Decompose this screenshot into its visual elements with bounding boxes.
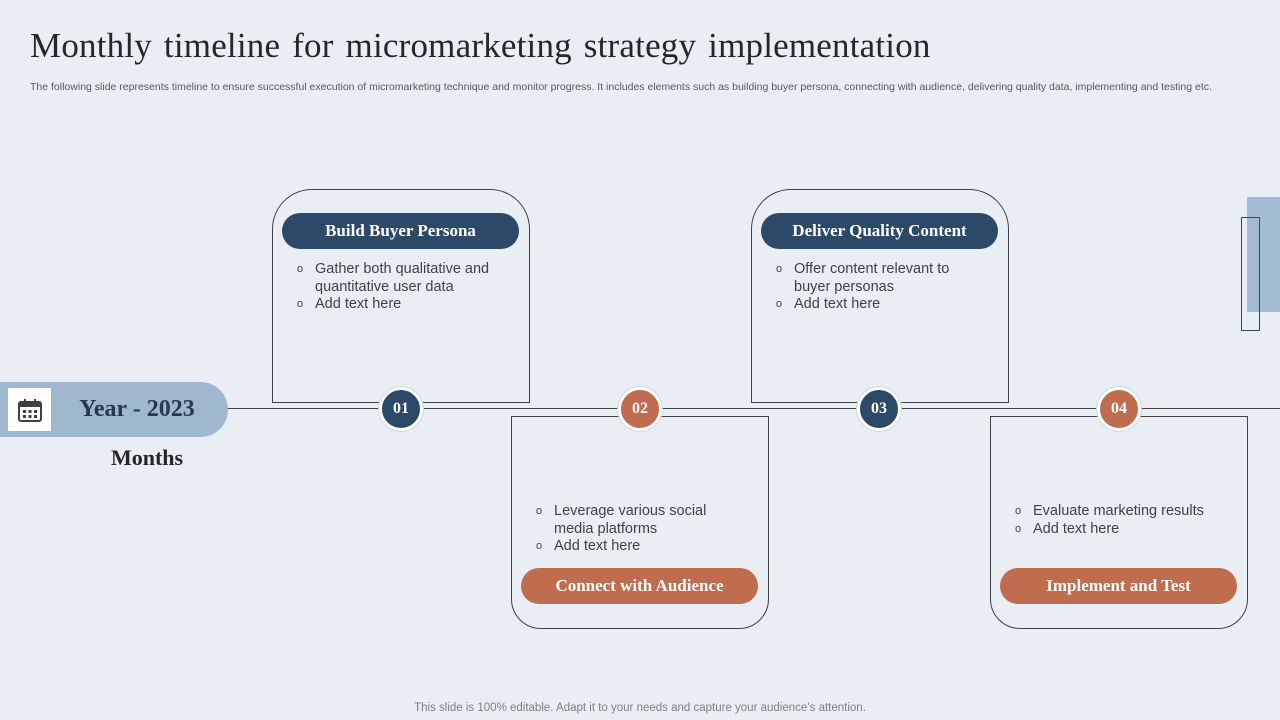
decorative-outline: [1241, 217, 1260, 331]
page-title: Monthly timeline for micromarketing stra…: [30, 26, 931, 65]
page-subtitle: The following slide represents timeline …: [30, 81, 1212, 93]
step-title-3: Deliver Quality Content: [761, 213, 998, 249]
step-number-4: 04: [1097, 387, 1141, 431]
step-title-4: Implement and Test: [1000, 568, 1237, 604]
step-title-1: Build Buyer Persona: [282, 213, 519, 249]
decorative-block: [1247, 197, 1280, 312]
footer-note: This slide is 100% editable. Adapt it to…: [414, 702, 866, 714]
calendar-icon: [8, 388, 51, 431]
year-label: Year - 2023: [79, 396, 195, 422]
step-title-2: Connect with Audience: [521, 568, 758, 604]
step-number-1: 01: [379, 387, 423, 431]
months-label: Months: [110, 445, 184, 470]
timeline-line: [225, 408, 1280, 409]
step-number-2: 02: [618, 387, 662, 431]
step-number-3: 03: [857, 387, 901, 431]
